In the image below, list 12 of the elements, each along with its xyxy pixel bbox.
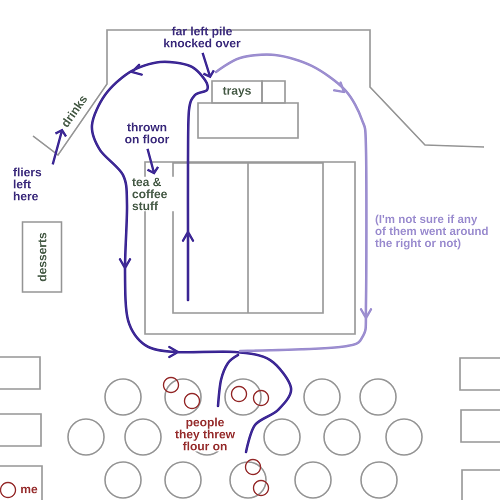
arrow bbox=[52, 128, 68, 165]
arrow bbox=[146, 148, 160, 175]
table-label: tea & coffee stuff bbox=[131, 176, 179, 212]
person-label: me bbox=[21, 486, 38, 494]
annotation-text: thrown on floor bbox=[125, 122, 170, 144]
dessert-table: desserts bbox=[22, 221, 62, 293]
arrow bbox=[201, 52, 215, 78]
note-text: (I'm not sure if any of them went around the right or not) bbox=[375, 214, 488, 250]
annotation-text: people they threw flour on bbox=[165, 416, 245, 452]
tray-box: trays bbox=[211, 80, 263, 104]
annotation-text: far left pile knocked over bbox=[164, 26, 240, 48]
annotation-text: fliers left here bbox=[13, 168, 42, 200]
